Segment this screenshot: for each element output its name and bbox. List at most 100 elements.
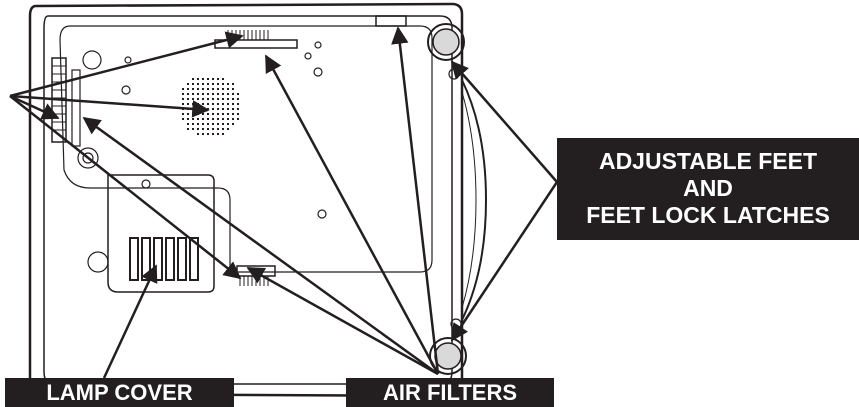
- speaker-hole: [237, 108, 239, 110]
- speaker-hole: [227, 128, 229, 130]
- speaker-hole: [237, 118, 239, 120]
- speaker-hole: [207, 88, 209, 90]
- speaker-hole: [202, 103, 204, 105]
- adjustable-feet-label-line2: AND: [683, 175, 733, 201]
- speaker-hole: [212, 83, 214, 85]
- speaker-hole: [197, 133, 199, 135]
- speaker-hole: [202, 123, 204, 125]
- speaker-hole: [187, 103, 189, 105]
- speaker-hole: [202, 118, 204, 120]
- arrow-foot-bottom: [450, 181, 559, 342]
- speaker-hole: [232, 98, 234, 100]
- speaker-hole: [192, 118, 194, 120]
- arrow-foot-top: [450, 60, 558, 183]
- speaker-hole: [222, 98, 224, 100]
- speaker-hole: [227, 123, 229, 125]
- speaker-hole: [197, 113, 199, 115]
- speaker-hole: [237, 103, 239, 105]
- speaker-hole: [222, 93, 224, 95]
- speaker-hole: [222, 83, 224, 85]
- speaker-hole: [187, 88, 189, 90]
- speaker-hole: [227, 103, 229, 105]
- speaker-hole: [182, 93, 184, 95]
- speaker-hole: [232, 123, 234, 125]
- speaker-hole: [212, 128, 214, 130]
- speaker-hole: [192, 123, 194, 125]
- speaker-hole: [212, 123, 214, 125]
- speaker-hole: [237, 113, 239, 115]
- lamp-cover-panel: [107, 174, 215, 293]
- speaker-hole: [207, 133, 209, 135]
- speaker-hole: [217, 78, 219, 80]
- speaker-hole: [207, 98, 209, 100]
- speaker-hole: [217, 128, 219, 130]
- speaker-hole: [197, 118, 199, 120]
- speaker-hole: [212, 133, 214, 135]
- arrow-filter-bottom-tab: [246, 266, 439, 376]
- speaker-hole: [217, 123, 219, 125]
- speaker-hole: [212, 93, 214, 95]
- speaker-hole: [207, 113, 209, 115]
- speaker-hole: [182, 113, 184, 115]
- speaker-hole: [227, 108, 229, 110]
- speaker-hole: [222, 123, 224, 125]
- speaker-hole: [207, 78, 209, 80]
- adjustable-feet-label-line1: ADJUSTABLE FEET: [598, 148, 818, 174]
- speaker-hole: [187, 93, 189, 95]
- lamp-cover-label: LAMP COVER: [5, 378, 234, 407]
- speaker-hole: [232, 113, 234, 115]
- speaker-hole: [227, 113, 229, 115]
- speaker-hole: [197, 103, 199, 105]
- speaker-hole: [222, 113, 224, 115]
- arrow-to-side-vent: [9, 94, 60, 120]
- speaker-hole: [207, 123, 209, 125]
- speaker-hole: [217, 113, 219, 115]
- screw-holes: [77, 41, 327, 273]
- speaker-hole: [217, 108, 219, 110]
- speaker-hole: [182, 103, 184, 105]
- speaker-hole: [182, 118, 184, 120]
- speaker-hole: [212, 88, 214, 90]
- speaker-hole: [212, 113, 214, 115]
- speaker-hole: [192, 98, 194, 100]
- speaker-hole: [192, 113, 194, 115]
- speaker-hole: [217, 98, 219, 100]
- speaker-hole: [197, 83, 199, 85]
- speaker-hole: [222, 108, 224, 110]
- speaker-hole: [212, 98, 214, 100]
- bottom-filter-tab: [236, 265, 276, 286]
- speaker-hole: [192, 78, 194, 80]
- speaker-hole: [192, 128, 194, 130]
- speaker-hole: [232, 93, 234, 95]
- arrow-filter-top-tab: [391, 26, 440, 375]
- speaker-hole: [202, 93, 204, 95]
- speaker-hole: [192, 93, 194, 95]
- speaker-hole: [232, 83, 234, 85]
- speaker-hole: [212, 103, 214, 105]
- speaker-hole: [187, 118, 189, 120]
- speaker-hole: [232, 103, 234, 105]
- speaker-hole: [227, 88, 229, 90]
- speaker-hole: [222, 133, 224, 135]
- speaker-hole: [202, 83, 204, 85]
- speaker-hole: [212, 78, 214, 80]
- speaker-hole: [227, 118, 229, 120]
- arrow-to-top-vent: [9, 31, 244, 98]
- speaker-hole: [232, 118, 234, 120]
- speaker-hole: [187, 83, 189, 85]
- adjustable-feet-label: ADJUSTABLE FEET AND FEET LOCK LATCHES: [557, 138, 859, 240]
- speaker-hole: [202, 88, 204, 90]
- speaker-hole: [187, 98, 189, 100]
- speaker-hole: [182, 98, 184, 100]
- speaker-hole: [207, 118, 209, 120]
- speaker-hole: [207, 128, 209, 130]
- speaker-hole: [227, 98, 229, 100]
- speaker-hole: [217, 93, 219, 95]
- speaker-hole: [202, 98, 204, 100]
- speaker-hole: [192, 88, 194, 90]
- speaker-hole: [202, 78, 204, 80]
- speaker-hole: [197, 88, 199, 90]
- speaker-hole: [197, 78, 199, 80]
- speaker-hole: [187, 113, 189, 115]
